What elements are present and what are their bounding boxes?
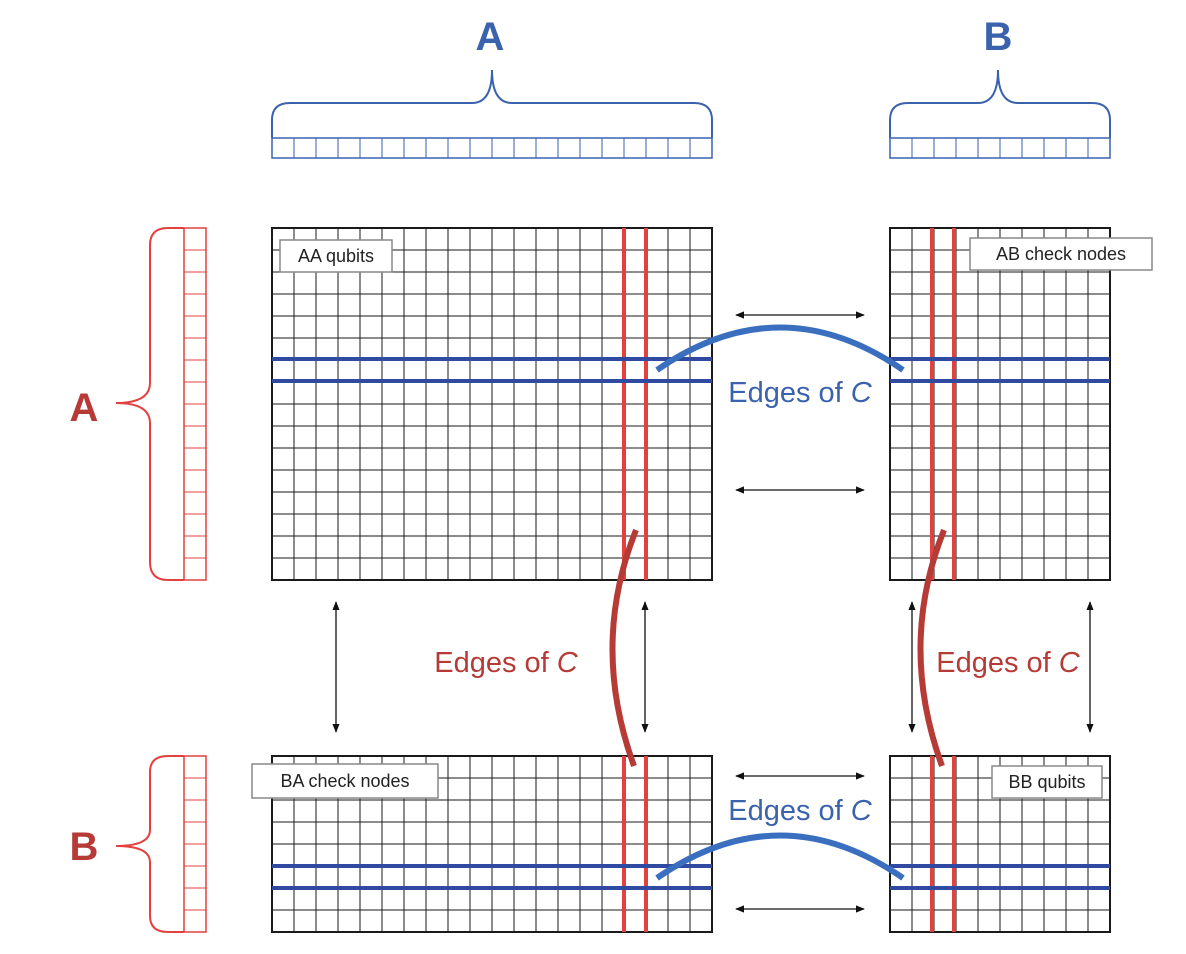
red-columns-aa	[622, 228, 648, 580]
grid-border	[183, 755, 207, 933]
top-label-a: A	[476, 15, 505, 59]
red-edge-curve-right	[917, 528, 947, 768]
side-brace-b	[115, 755, 184, 933]
blue-rows-top	[272, 357, 1110, 383]
ab-check-nodes-grid	[889, 227, 1111, 581]
ba-check-nodes-label: BA check nodes	[251, 763, 439, 799]
edges-caption-bottom: Edges of C	[728, 795, 873, 827]
edges-caption-top: Edges of C	[728, 377, 873, 409]
grid-border	[183, 227, 207, 581]
side-label-a: A	[70, 386, 99, 430]
top-brace-a	[271, 69, 713, 138]
red-columns-bb	[930, 756, 956, 932]
blue-rows-bottom	[272, 864, 1110, 890]
blue-edge-curve-bottom	[655, 832, 905, 881]
side-register-b	[183, 755, 207, 933]
grid-border	[271, 227, 713, 581]
aa-qubits-label: AA qubits	[279, 239, 393, 273]
bb-qubits-label: BB qubits	[991, 765, 1103, 799]
grid-border	[271, 755, 713, 933]
blue-edge-curve-top	[655, 324, 905, 373]
edges-caption-left: Edges of C	[434, 647, 579, 679]
side-register-a	[183, 227, 207, 581]
side-label-b: B	[70, 825, 99, 869]
grid-border	[889, 755, 1111, 933]
ab-check-nodes-label: AB check nodes	[969, 237, 1153, 271]
side-brace-a	[115, 227, 184, 581]
top-label-b: B	[984, 15, 1013, 59]
red-columns-ab	[930, 228, 956, 580]
aa-qubits-text: AA qubits	[298, 246, 374, 266]
grid-border	[271, 137, 713, 159]
top-register-b	[889, 137, 1111, 159]
grid-border	[889, 137, 1111, 159]
ba-check-nodes-text: BA check nodes	[280, 771, 409, 791]
red-columns-ba	[622, 756, 648, 932]
edges-caption-right: Edges of C	[936, 647, 1081, 679]
top-brace-b	[889, 69, 1111, 138]
bb-qubits-text: BB qubits	[1008, 772, 1085, 792]
top-register-a	[271, 137, 713, 159]
red-edge-curve-left	[609, 528, 639, 768]
grid-border	[889, 227, 1111, 581]
connector-arrows	[332, 311, 1094, 913]
ab-check-nodes-text: AB check nodes	[996, 244, 1126, 264]
